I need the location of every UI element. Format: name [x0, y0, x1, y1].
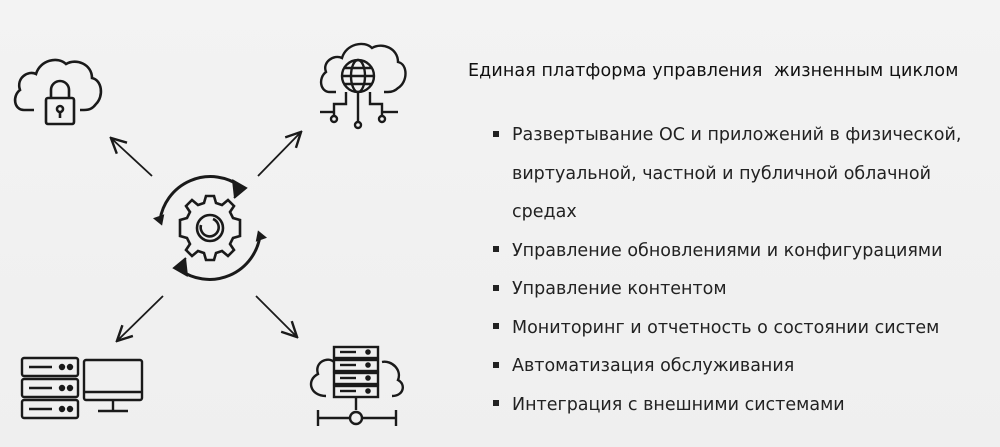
arrow-top-right — [257, 133, 300, 177]
lifecycle-diagram — [13, 42, 407, 426]
feature-text: Управление обновлениями и конфигурациями — [512, 240, 943, 261]
cloud-globe-network-icon — [319, 42, 407, 130]
gear-cycle-icon — [152, 175, 268, 281]
feature-item: Управление контентом — [492, 270, 992, 309]
arrow-top-left — [112, 139, 153, 177]
feature-text: Развертывание ОС и приложений в физическ… — [512, 125, 962, 222]
feature-item: Автоматизация обслуживания — [492, 347, 992, 386]
feature-text: Мониторинг и отчетность о состоянии сист… — [512, 317, 940, 338]
bullet-marker — [493, 130, 499, 137]
feature-text: Автоматизация обслуживания — [512, 356, 795, 376]
feature-item: Развертывание ОС и приложений в физическ… — [492, 116, 992, 232]
platform-title: Единая платформа управления жизненным ци… — [468, 61, 959, 81]
bullet-marker — [493, 361, 499, 368]
arrows — [112, 133, 300, 340]
bullet-marker — [493, 246, 499, 252]
cloud-lock-icon — [13, 58, 103, 126]
arrow-bottom-left — [118, 295, 164, 340]
feature-text: Управление контентом — [512, 279, 727, 299]
feature-text: Интеграция с внешними системами — [512, 394, 845, 415]
server-rack-monitor-icon — [20, 356, 144, 420]
feature-list: Развертывание ОС и приложений в физическ… — [492, 116, 992, 424]
feature-item: Интеграция с внешними системами — [492, 386, 992, 425]
arrow-bottom-right — [255, 295, 296, 336]
feature-item: Мониторинг и отчетность о состоянии сист… — [492, 309, 992, 348]
bullet-marker — [493, 323, 499, 329]
bullet-marker — [493, 284, 499, 291]
bullet-marker — [493, 400, 499, 406]
cloud-server-network-icon — [309, 345, 404, 426]
feature-item: Управление обновлениями и конфигурациями — [492, 232, 992, 271]
